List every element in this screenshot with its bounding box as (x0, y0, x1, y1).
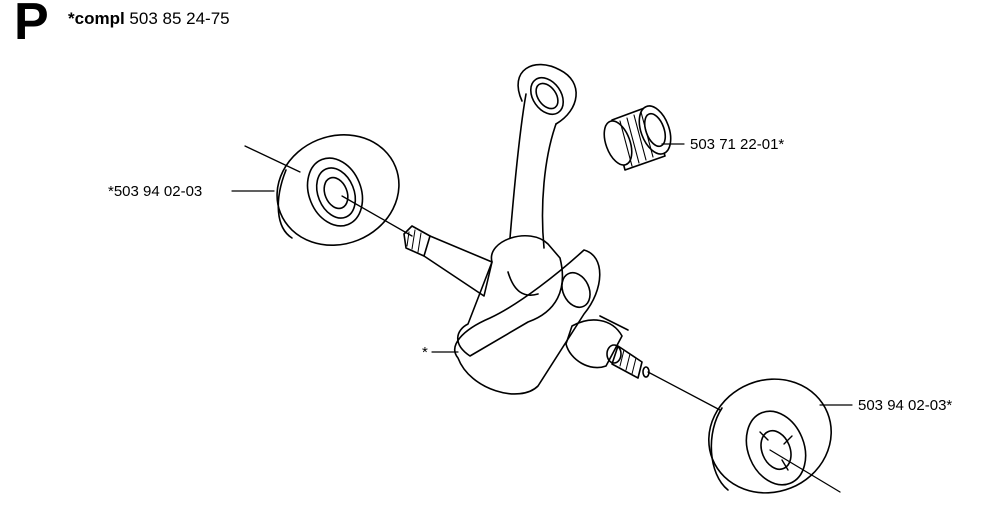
callout-bearing-left: *503 94 02-03 (108, 183, 203, 200)
assembly-part-number: *compl 503 85 24-75 (68, 10, 230, 27)
axis-lines (244, 145, 841, 493)
ball-bearing-right (708, 378, 832, 494)
ball-bearing-left (276, 134, 400, 246)
section-letter: P (14, 0, 49, 51)
leader-lines (231, 143, 853, 406)
callout-needle-bearing: 503 71 22-01* (690, 136, 785, 153)
assembly-number: 503 85 24-75 (129, 9, 230, 28)
needle-bearing (603, 105, 672, 171)
assembly-prefix: *compl (68, 9, 125, 28)
crankshaft-assembly (403, 63, 650, 395)
callout-bearing-right: 503 94 02-03* (858, 397, 953, 414)
callout-crankshaft: * (422, 344, 428, 361)
